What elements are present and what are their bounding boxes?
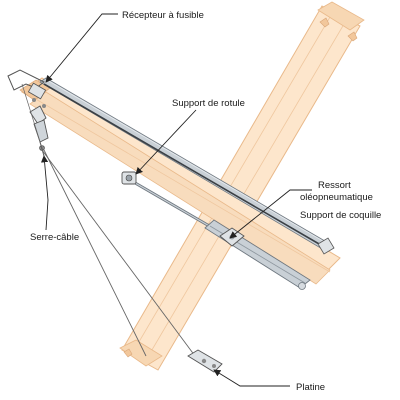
cables (21, 83, 199, 361)
label-platine: Platine (296, 382, 325, 393)
diagonal-wood-post (119, 1, 365, 371)
label-support-rotule: Support de rotule (172, 98, 245, 109)
ball-support-part (121, 171, 137, 185)
fuse-receptor-part (7, 69, 47, 108)
label-support-coquille: Support de coquille (300, 210, 381, 221)
label-serre-cable: Serre-câble (30, 232, 79, 243)
leader-lines (40, 13, 312, 387)
label-ressort-line1: Ressort (318, 180, 351, 191)
label-ressort-line2: oléopneumatique (300, 192, 373, 203)
bar-end-part (317, 237, 335, 255)
label-recepteur: Récepteur à fusible (122, 10, 204, 21)
plate-part (187, 349, 223, 373)
